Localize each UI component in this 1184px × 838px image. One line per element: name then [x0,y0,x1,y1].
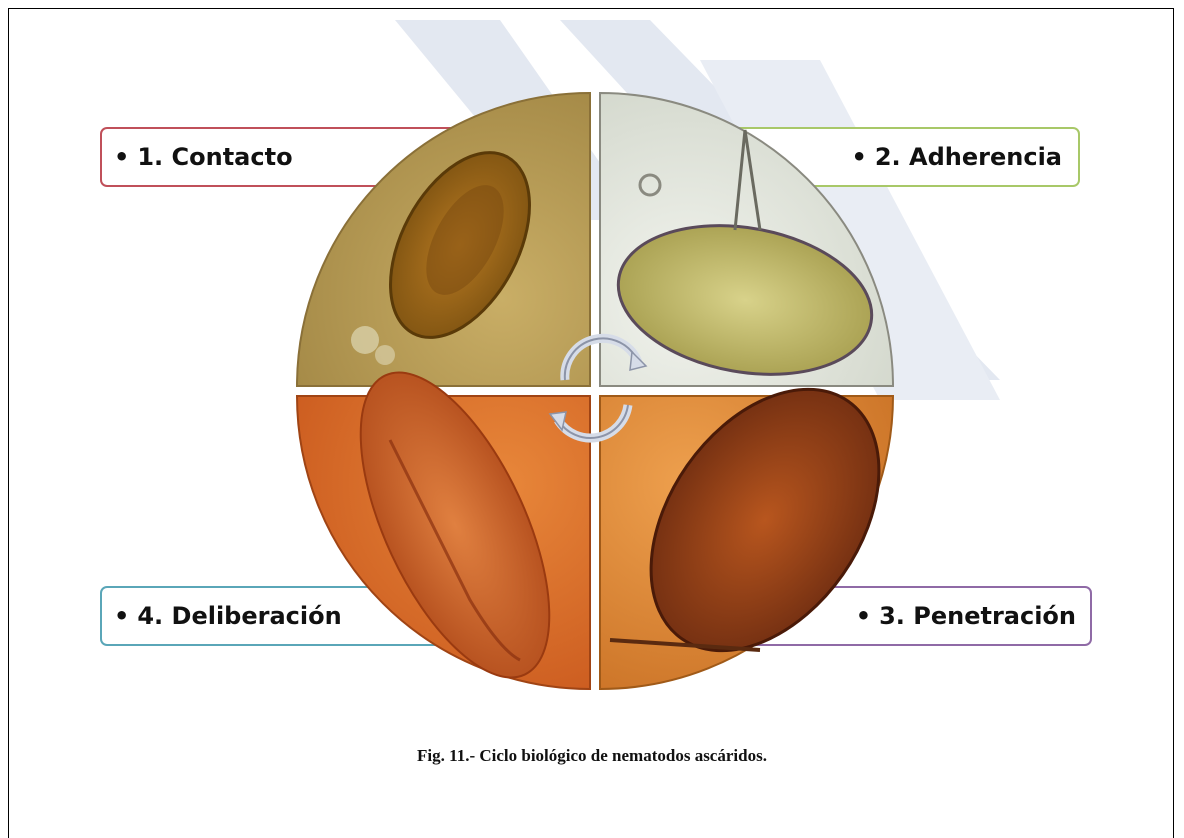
quadrant-deliberacion [297,346,590,704]
quadrant-adherencia [600,93,893,393]
quadrant-contacto [297,93,590,386]
cycle-diagram [0,0,1184,820]
figure-caption: Fig. 11.- Ciclo biológico de nematodos a… [0,746,1184,766]
quadrant-penetracion [600,347,926,694]
